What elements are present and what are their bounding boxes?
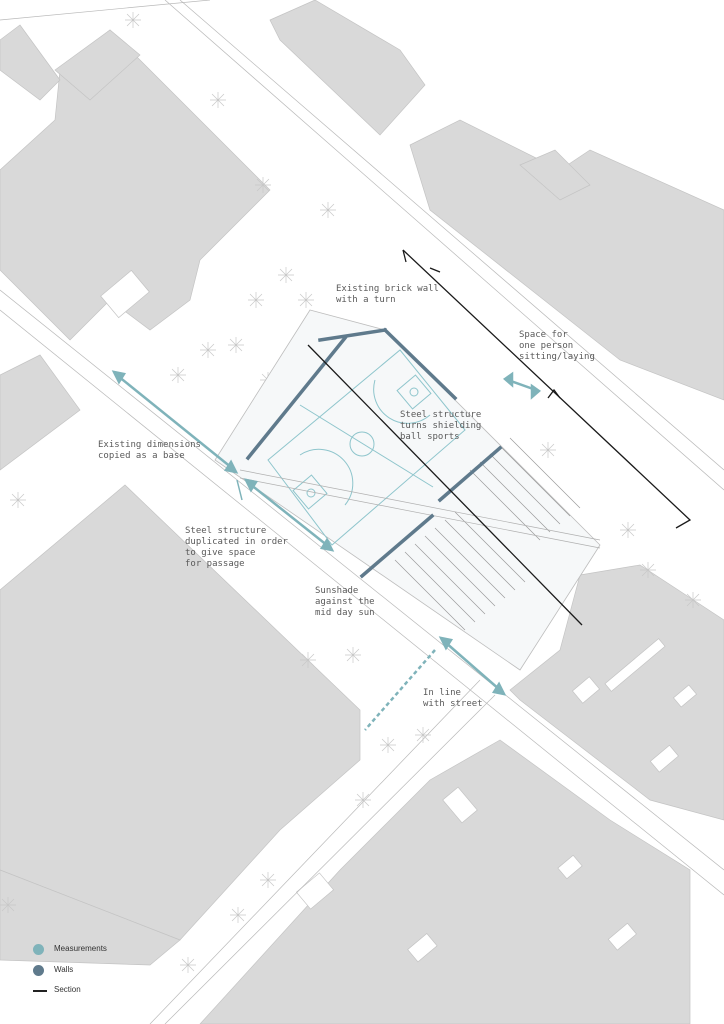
section-line-icon [33, 990, 47, 992]
annotation-sunshade: Sunshade against the mid day sun [315, 586, 375, 618]
legend: Measurements Walls Section [33, 942, 153, 1002]
legend-item-measurements: Measurements [33, 942, 153, 956]
legend-item-walls: Walls [33, 963, 153, 977]
section-line [307, 249, 692, 626]
annotation-steel-turns: Steel structure turns shielding ball spo… [400, 410, 482, 442]
basketball-court [267, 349, 466, 546]
measurements-swatch-icon [33, 944, 44, 955]
building-details [100, 269, 698, 963]
sunshade-slats [239, 437, 601, 631]
annotation-steel-duplicated: Steel structure duplicated in order to g… [185, 526, 288, 569]
tree-symbols [0, 12, 701, 973]
legend-label-section: Section [54, 985, 81, 994]
measurements [111, 370, 542, 731]
walls-swatch-icon [33, 965, 44, 976]
annotation-in-line-street: In line with street [423, 688, 483, 709]
annotation-existing-dimensions: Existing dimensions copied as a base [98, 440, 201, 461]
site-area [214, 309, 601, 671]
annotation-one-person-space: Space for one person sitting/laying [519, 330, 595, 362]
walls [245, 327, 503, 579]
legend-label-walls: Walls [54, 965, 74, 974]
annotation-brick-wall: Existing brick wall with a turn [336, 284, 439, 305]
legend-label-measurements: Measurements [54, 944, 107, 953]
legend-item-section: Section [33, 983, 153, 997]
